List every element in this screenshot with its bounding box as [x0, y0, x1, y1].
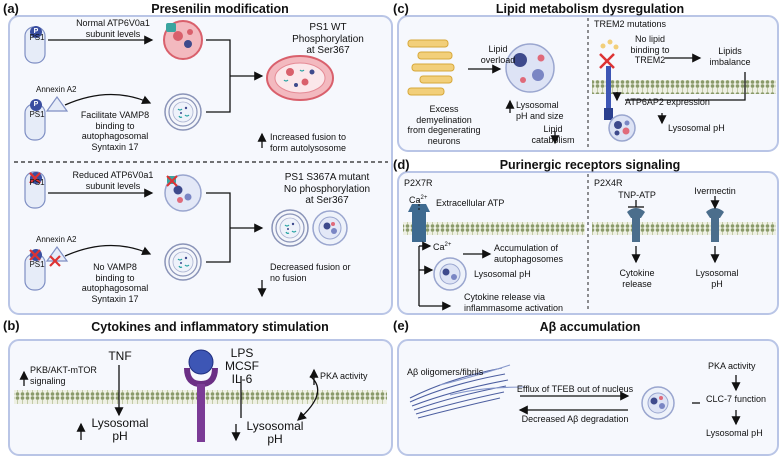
efflux-label: Efflux of TFEB out of nucleus: [516, 384, 634, 394]
clc7-label: CLC-7 function: [706, 394, 767, 404]
panel-a-letter: (a): [3, 1, 19, 16]
trem2-label: TREM2 mutations: [594, 19, 667, 29]
ps1-label: PS1: [29, 260, 45, 269]
trem2-receptor-icon: [599, 39, 619, 120]
decreased-label: Decreased fusion or no fusion: [270, 262, 351, 283]
panel-a-title: Presenilin modification: [151, 2, 289, 16]
lysosome-icon: [312, 210, 348, 246]
tnf-label: TNF: [108, 349, 132, 363]
p-badge: P: [33, 101, 39, 108]
lysoph-label: Lysosomal pH: [706, 428, 763, 438]
atp6ap2-label: ATP6AP2 expression: [625, 97, 710, 107]
ps1-label: PS1: [29, 110, 45, 119]
p2x4r-receptor-icon: [627, 208, 724, 242]
myelin-debris-icon: [407, 39, 455, 96]
nolipid-label: No lipid binding to TREM2: [630, 34, 670, 65]
annexin-label: Annexin A2: [36, 85, 77, 94]
ivermectin-label: Ivermectin: [694, 186, 736, 196]
cytorel-label: Cytokine release via inflammasome activa…: [464, 292, 564, 313]
autophagosome-icon: [164, 93, 202, 131]
catab-label: Lipid catabolism: [531, 124, 575, 145]
wt-label: PS1 WT Phosphorylation at Ser367: [292, 22, 364, 56]
ps1-label: PS1: [29, 178, 45, 187]
panel-e-title: Aβ accumulation: [539, 320, 641, 334]
panel-b-title: Cytokines and inflammatory stimulation: [91, 320, 329, 334]
lyso2-label: Lysosomal pH: [246, 419, 304, 446]
receptor-icon: [184, 349, 218, 442]
panel-e-letter: (e): [393, 318, 409, 333]
overload-label: Lipid overload: [480, 44, 516, 65]
accum-label: Accumulation of autophagosomes: [494, 243, 564, 264]
demyel-label: Excess demyelination from degenerating n…: [407, 104, 481, 146]
normal-label: Normal ATP6V0a1 subunit levels: [76, 18, 150, 39]
tnpatp-label: TNP-ATP: [618, 190, 656, 200]
p2x4r-label: P2X4R: [594, 178, 623, 188]
mutant-label: PS1 S367A mutant No phosphorylation at S…: [283, 172, 371, 206]
lps-label: LPS MCSF IL-6: [225, 346, 259, 386]
p-badge: P: [33, 28, 39, 35]
panel-c-title: Lipid metabolism dysregulation: [495, 2, 685, 16]
autophagosome-icon: [271, 209, 309, 247]
novamp-label: No VAMP8 binding to autophagosomal Synta…: [81, 262, 149, 304]
ph-size-label: Lysosomal pH and size: [516, 100, 564, 121]
cytokine-label: Cytokine release: [619, 268, 655, 289]
increased-label: Increased fusion to form autolysosome: [270, 132, 347, 153]
annexin-label: Annexin A2: [36, 235, 77, 244]
annexin-icon: [45, 95, 69, 112]
pka-label: PKA activity: [708, 361, 756, 371]
extra-atp-label: Extracellular ATP: [436, 198, 505, 208]
lyso1-label: Lysosomal pH: [91, 416, 149, 443]
p2x7r-label: P2X7R: [404, 178, 433, 188]
lysoph-label: Lysosomal pH: [668, 123, 725, 133]
ca-label: Ca2+: [433, 242, 452, 252]
lysosome-icon: [608, 114, 636, 142]
membrane: [592, 80, 776, 94]
amyloid-fibrils-icon: [409, 364, 526, 419]
lysosome-double-icon: [433, 257, 467, 291]
oligo-label: Aβ oligomers/fibrils: [407, 367, 484, 377]
reduced-label: Reduced ATP6V0a1 subunit levels: [72, 170, 154, 191]
panel-e-frame: [397, 339, 779, 456]
pkb-label: PKB/AKT-mTOR signaling: [30, 365, 97, 386]
pka-label: PKA activity: [320, 371, 368, 381]
lysosome-icon: [641, 386, 675, 420]
membrane: [592, 222, 776, 235]
imbalance-label: Lipids imbalance: [709, 46, 751, 67]
ps1-label: PS1: [29, 33, 45, 42]
lysoph-label: Lysosomal pH: [474, 269, 531, 279]
lysoph2-label: Lysosomal pH: [695, 268, 739, 289]
facilitate-label: Facilitate VAMP8 binding to autophagosom…: [80, 110, 150, 152]
panel-d-title: Purinergic receptors signaling: [499, 158, 681, 172]
lysosome-red-icon: [163, 20, 203, 60]
autophagosome-icon: [164, 243, 202, 281]
degr-label: Decreased Aβ degradation: [521, 414, 629, 424]
autolysosome-icon: [266, 55, 334, 101]
ca-label: Ca2+: [409, 195, 428, 205]
lysosome-blue-icon: [164, 174, 202, 212]
panel-c-letter: (c): [393, 1, 409, 16]
panel-b-letter: (b): [3, 318, 20, 333]
lysosome-large-icon: [505, 43, 555, 93]
membrane: [403, 222, 585, 235]
panel-c-frame: [397, 15, 779, 152]
panel-d-letter: (d): [393, 157, 410, 172]
